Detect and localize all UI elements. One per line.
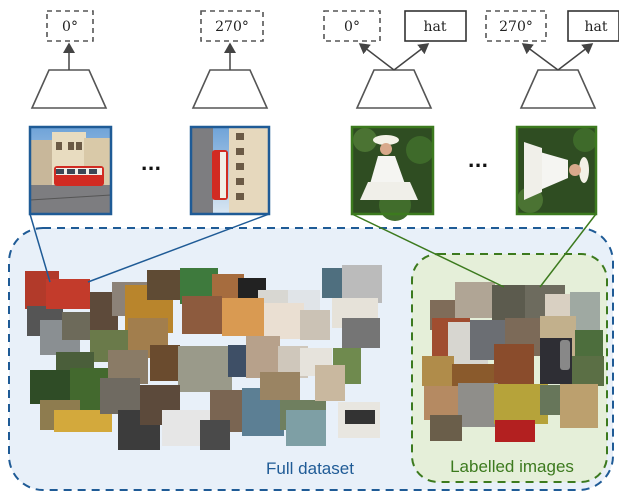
rotation-label-b: 270° <box>215 19 249 35</box>
encoder-c <box>355 69 433 109</box>
connector-hat-left <box>351 213 505 288</box>
rotation-label-d: 270° <box>499 19 533 35</box>
class-label-box-c: hat <box>404 10 467 42</box>
connector-tram-right <box>87 213 270 283</box>
rotation-label-box-b: 270° <box>200 10 264 42</box>
labelled-collage <box>422 282 604 442</box>
connector-tram-left <box>29 213 51 283</box>
class-label-c: hat <box>424 19 447 35</box>
ellipsis-left: ... <box>141 154 162 175</box>
arrow-d2 <box>557 43 594 71</box>
tram-image <box>28 125 113 216</box>
class-label-d: hat <box>585 19 608 35</box>
labelled-images-label: Labelled images <box>450 457 574 476</box>
rotation-label-box-d: 270° <box>485 10 547 42</box>
hat-image <box>350 125 435 221</box>
ellipsis-right: ... <box>468 151 489 172</box>
tram-image-rotated <box>189 125 271 216</box>
rotation-label-box-c: 0° <box>323 10 381 42</box>
hat-image-rotated <box>515 125 598 216</box>
connector-hat-right <box>539 213 597 288</box>
full-dataset-collage <box>25 265 382 450</box>
arrow-c1 <box>358 43 395 71</box>
arrow-c2 <box>393 43 430 71</box>
rotation-label-box-a: 0° <box>46 10 94 42</box>
encoder-a <box>30 69 108 109</box>
encoder-b <box>191 69 269 109</box>
rotation-label-a: 0° <box>62 19 78 35</box>
encoder-d <box>519 69 597 109</box>
arrow-d1 <box>521 43 559 71</box>
rotation-label-c: 0° <box>344 19 360 35</box>
class-label-box-d: hat <box>567 10 619 42</box>
full-dataset-label: Full dataset <box>266 459 354 478</box>
